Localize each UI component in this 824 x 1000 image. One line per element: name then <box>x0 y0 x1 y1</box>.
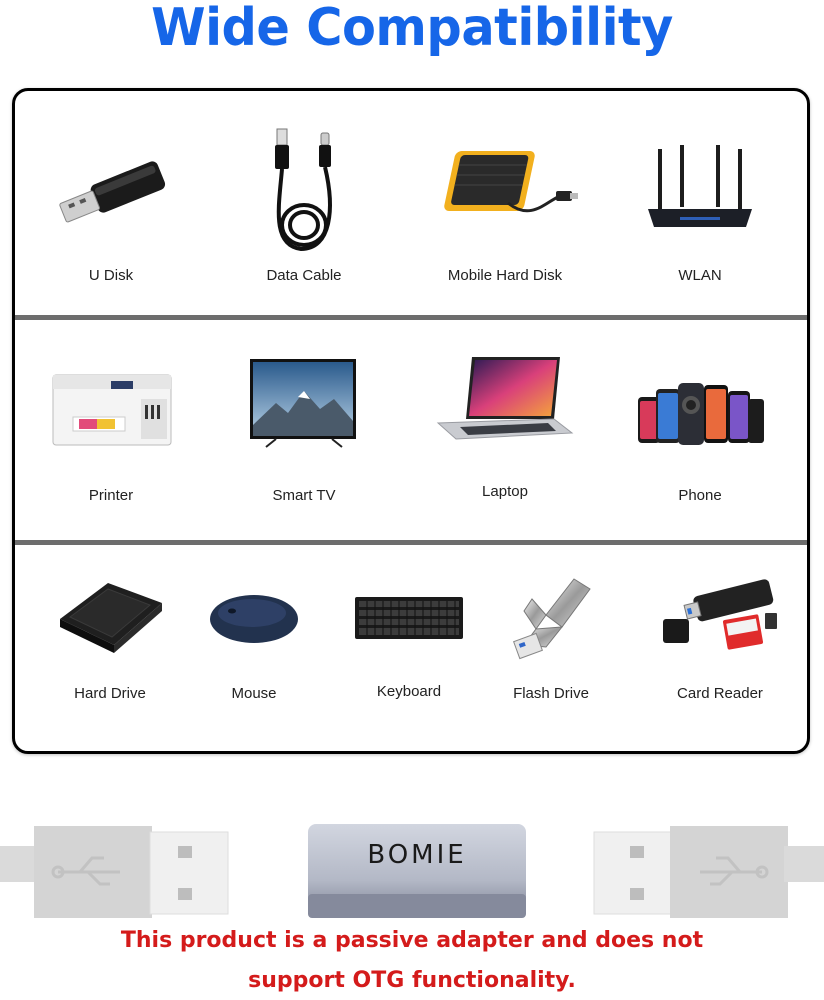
device-label: Phone <box>678 487 722 504</box>
device-mobile-hard-disk: Mobile Hard Disk <box>425 131 585 291</box>
device-label: Laptop <box>482 483 528 500</box>
device-flash-drive: Flash Drive <box>487 569 615 719</box>
device-card-reader: Card Reader <box>645 569 795 719</box>
compatibility-panel: U Disk Data Cable Mobile Hard <box>12 88 810 754</box>
row-divider <box>15 315 807 320</box>
printer-icon <box>52 374 172 446</box>
device-label: Hard Drive <box>74 685 146 702</box>
device-label: Mobile Hard Disk <box>447 267 563 284</box>
device-label: Smart TV <box>272 487 336 504</box>
device-printer: Printer <box>37 353 185 513</box>
device-label: Card Reader <box>677 685 763 702</box>
adapter-illustration: BOMIE This product is a passive adapter … <box>0 760 824 1000</box>
device-u-disk: U Disk <box>37 131 185 291</box>
tv-icon <box>250 359 356 448</box>
device-smart-tv: Smart TV <box>230 353 378 513</box>
row-divider <box>15 540 807 545</box>
adapter-scene <box>0 824 824 918</box>
data-cable-icon <box>275 128 332 252</box>
device-data-cable: Data Cable <box>230 121 378 291</box>
device-phone: Phone <box>630 353 770 513</box>
device-label: WLAN <box>678 267 722 284</box>
router-icon <box>648 145 752 227</box>
device-label: Data Cable <box>266 267 342 284</box>
device-label: U Disk <box>88 267 134 284</box>
page-title: Wide Compatibility <box>151 0 673 58</box>
notice-line-2: support OTG functionality. <box>248 968 576 993</box>
notice-line-1: This product is a passive adapter and do… <box>120 928 704 953</box>
device-mouse: Mouse <box>195 569 313 719</box>
device-hard-drive: Hard Drive <box>45 569 175 719</box>
device-label: Flash Drive <box>513 685 589 702</box>
usb-stick-icon <box>59 161 166 223</box>
device-label: Printer <box>88 487 134 504</box>
flash-drive-icon <box>513 578 591 660</box>
card-reader-icon <box>663 579 777 650</box>
mobile-hard-disk-icon <box>444 151 578 213</box>
mouse-icon <box>210 595 298 643</box>
hard-drive-icon <box>60 583 162 653</box>
laptop-icon <box>436 357 574 440</box>
device-label: Keyboard <box>376 683 442 700</box>
device-wlan: WLAN <box>630 131 770 291</box>
adapter-brand-logo: BOMIE <box>367 840 467 870</box>
keyboard-icon <box>355 597 463 639</box>
device-laptop: Laptop <box>425 351 585 511</box>
device-keyboard: Keyboard <box>345 569 473 719</box>
device-label: Mouse <box>231 685 277 702</box>
phone-icon <box>638 383 764 445</box>
